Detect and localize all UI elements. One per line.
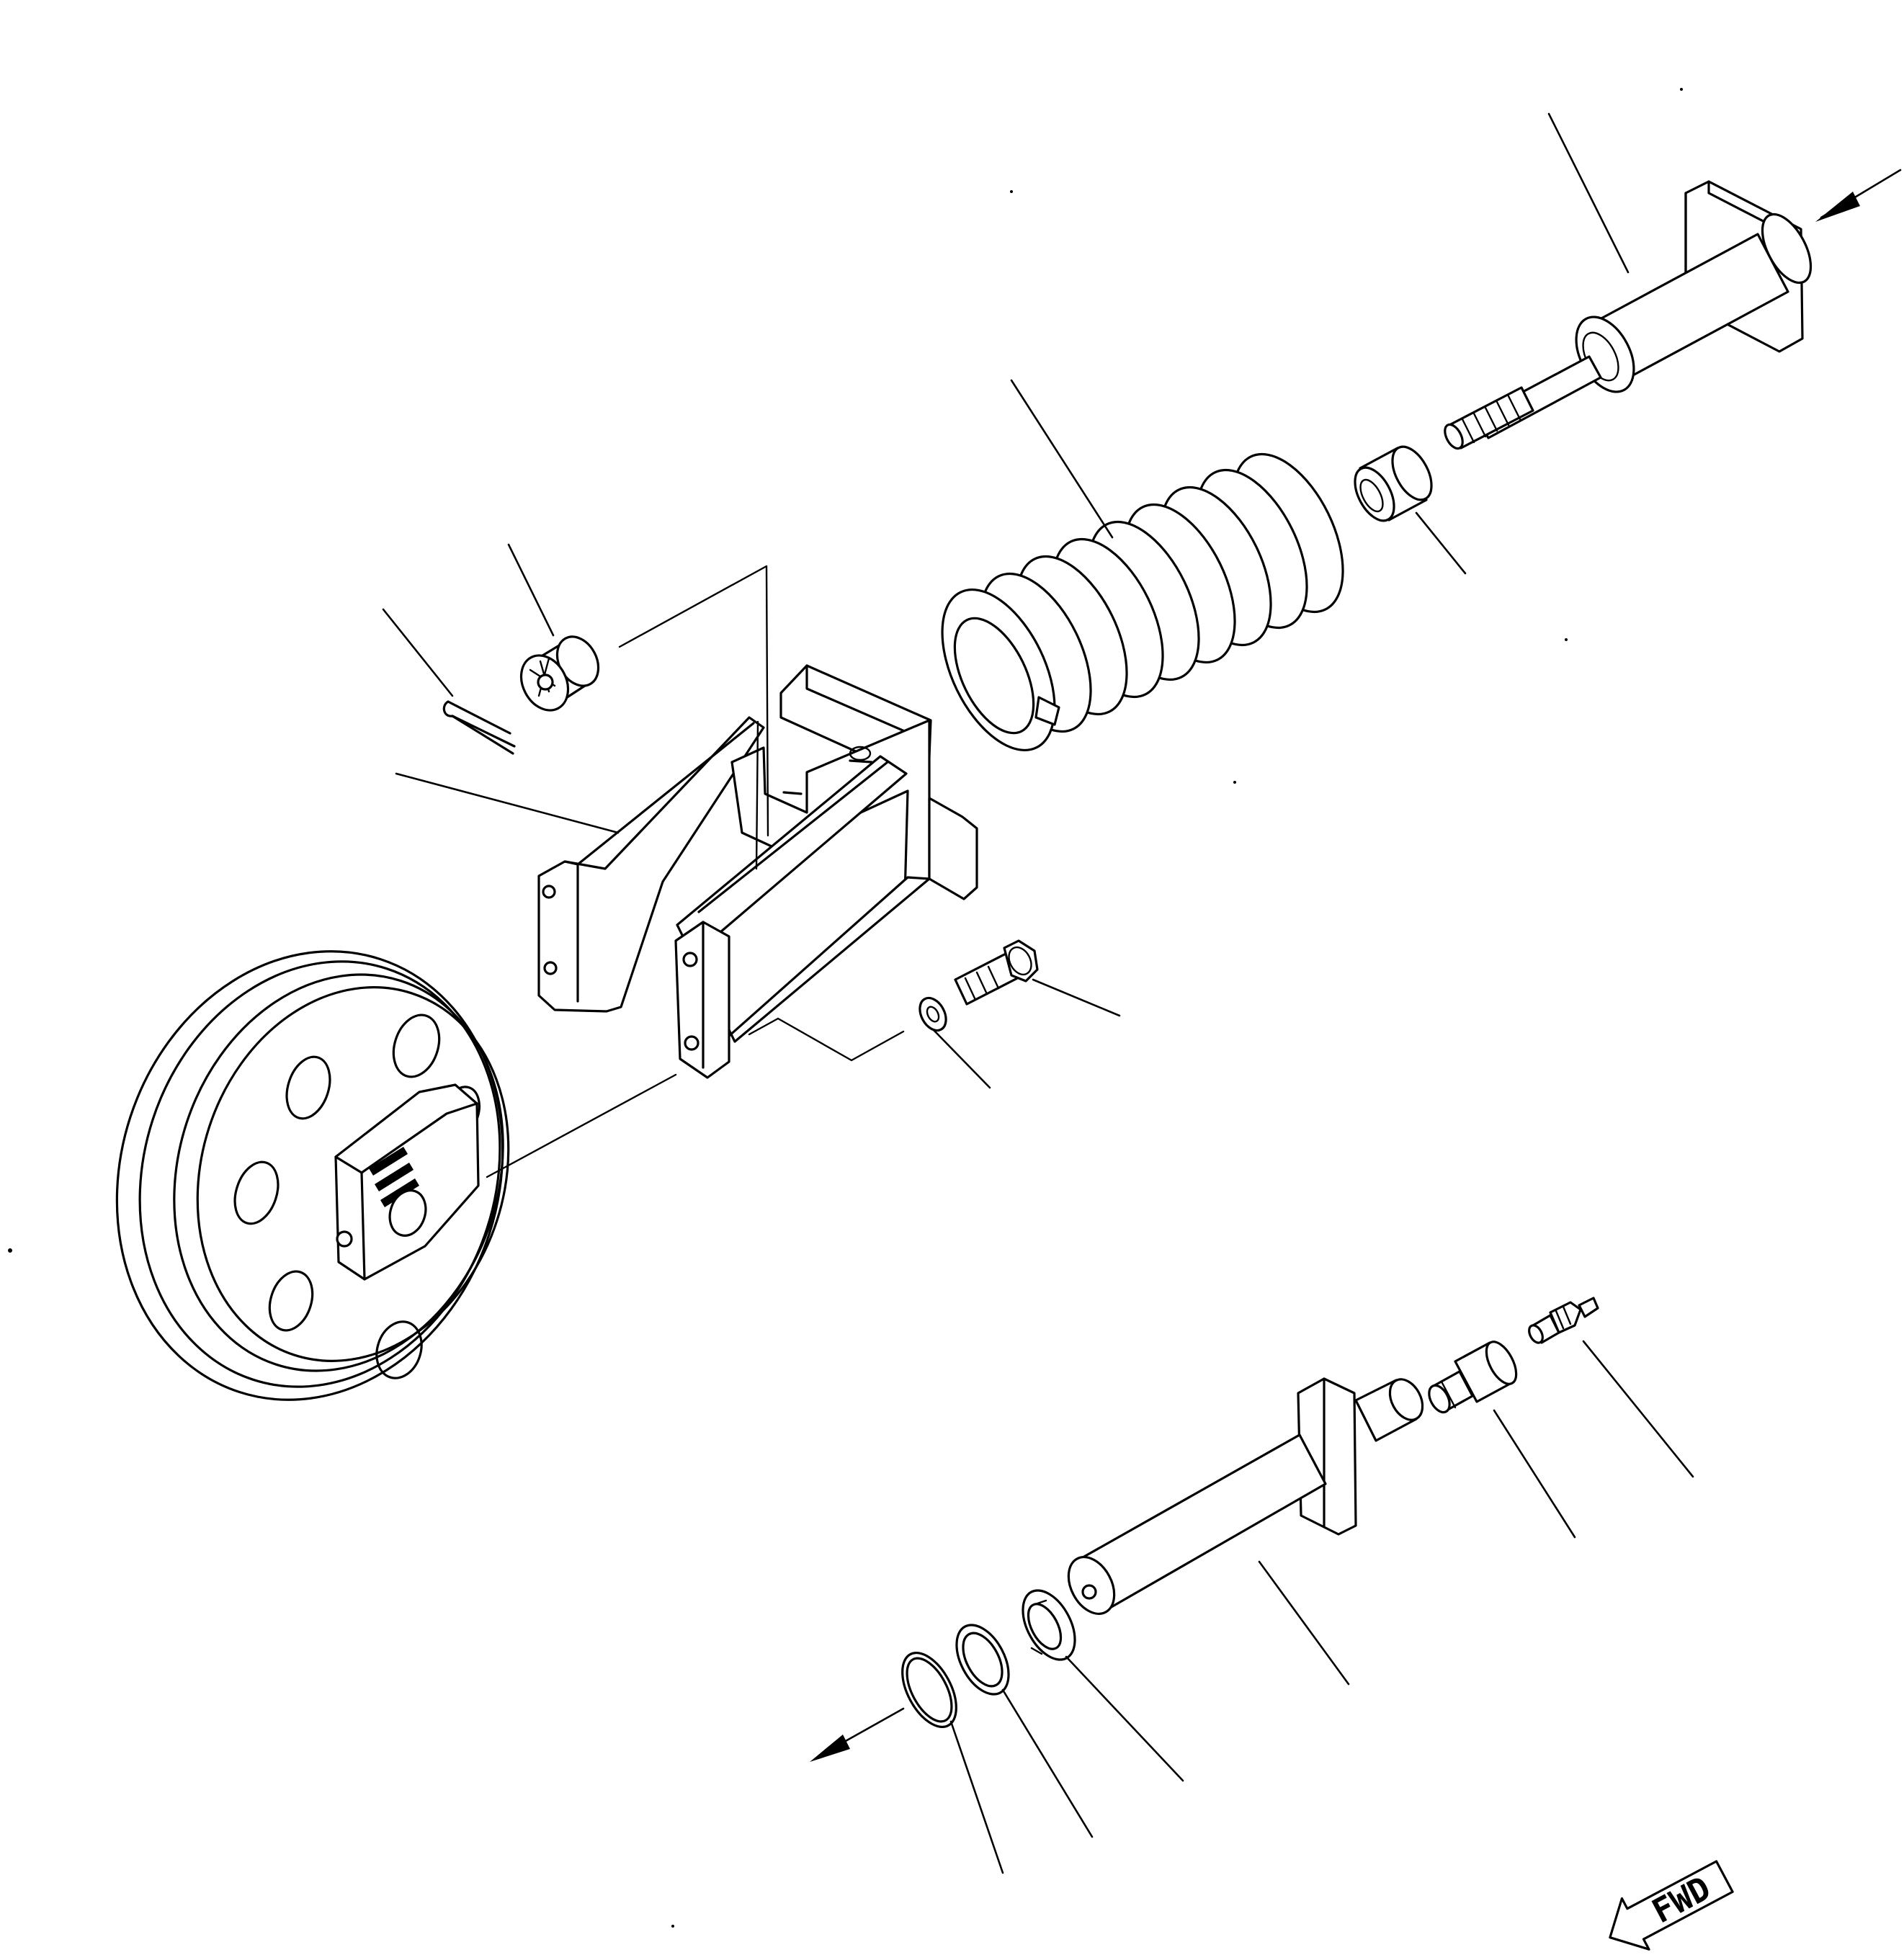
fwd-badge: FWD: [1609, 1860, 1734, 1951]
grease-fitting: [1528, 1297, 1599, 1344]
scan-specks: [8, 88, 1683, 1928]
guide-bracket: [537, 716, 765, 1013]
tensioner-cylinder-assembly: [1444, 180, 1813, 450]
retaining-ring: [901, 1651, 957, 1729]
castle-nut: [519, 635, 600, 712]
assembly-lines: [486, 565, 905, 1178]
cotter-pin: [442, 700, 516, 755]
spacer-collar: [1354, 445, 1433, 522]
lock-washer: [919, 996, 947, 1032]
leader-lines: [382, 112, 1694, 1874]
assembly-arrow-lower-left: [810, 1707, 905, 1762]
yoke-bolt: [954, 939, 1039, 1006]
idler-shaft: [1067, 1377, 1424, 1615]
grease-valve: [1428, 1341, 1518, 1414]
recoil-spring: [941, 452, 1344, 752]
assembly-arrow-upper-right: [1815, 169, 1902, 222]
seal-washer: [955, 1624, 1010, 1696]
idler-yoke: [674, 664, 978, 1079]
front-idler-wheel: [115, 950, 510, 1401]
